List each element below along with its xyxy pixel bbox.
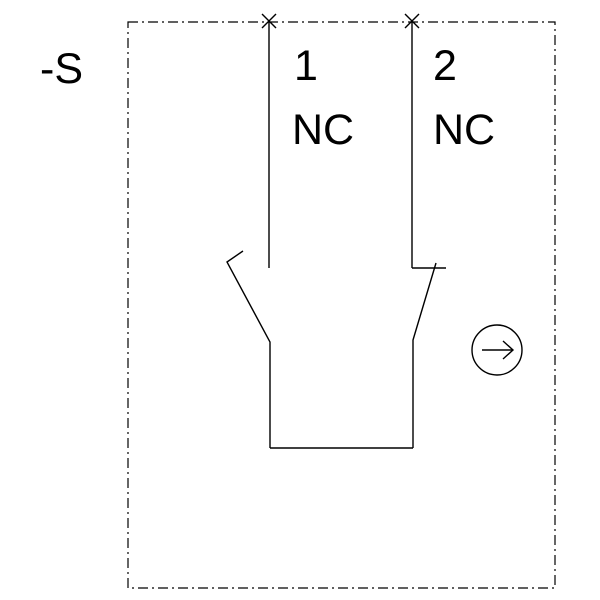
- circled-right-arrow-icon: [471, 324, 523, 376]
- contact-2-blade: [412, 262, 437, 448]
- contact-1-blade: [226, 250, 271, 448]
- contact-2-number: 2: [433, 42, 457, 90]
- contact-1: 1 NC: [226, 13, 354, 448]
- contact-1-type: NC: [292, 106, 354, 154]
- contact-1-number: 1: [294, 42, 318, 90]
- device-tag: -S: [40, 45, 83, 93]
- contact-2-type: NC: [433, 106, 495, 154]
- device-enclosure: [127, 21, 556, 589]
- contact-2: 2 NC: [404, 13, 495, 448]
